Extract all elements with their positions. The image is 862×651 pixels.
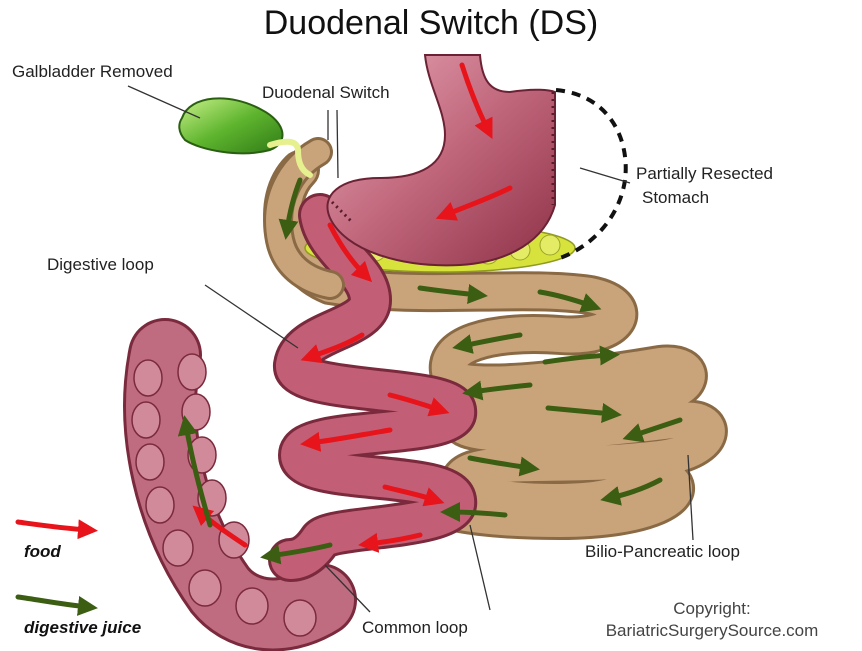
copyright-line1: Copyright:: [582, 598, 842, 620]
copyright-line2: BariatricSurgerySource.com: [582, 620, 842, 642]
label-duodenal-switch: Duodenal Switch: [262, 83, 390, 103]
label-galbladder: Galbladder Removed: [12, 62, 173, 82]
label-digestive-loop: Digestive loop: [47, 255, 154, 275]
label-bilio-loop: Bilio-Pancreatic loop: [585, 542, 740, 562]
label-stomach-line1: Partially Resected: [636, 164, 773, 184]
legend-juice-label: digestive juice: [24, 618, 141, 638]
legend-food-label: food: [24, 542, 61, 562]
copyright: Copyright: BariatricSurgerySource.com: [582, 598, 842, 642]
label-stomach-line2: Stomach: [642, 188, 709, 208]
colon: [132, 354, 320, 636]
legend-juice-arrow: [18, 597, 88, 607]
legend-arrows: [18, 522, 88, 607]
legend-food-arrow: [18, 522, 88, 530]
label-common-loop: Common loop: [362, 618, 468, 638]
